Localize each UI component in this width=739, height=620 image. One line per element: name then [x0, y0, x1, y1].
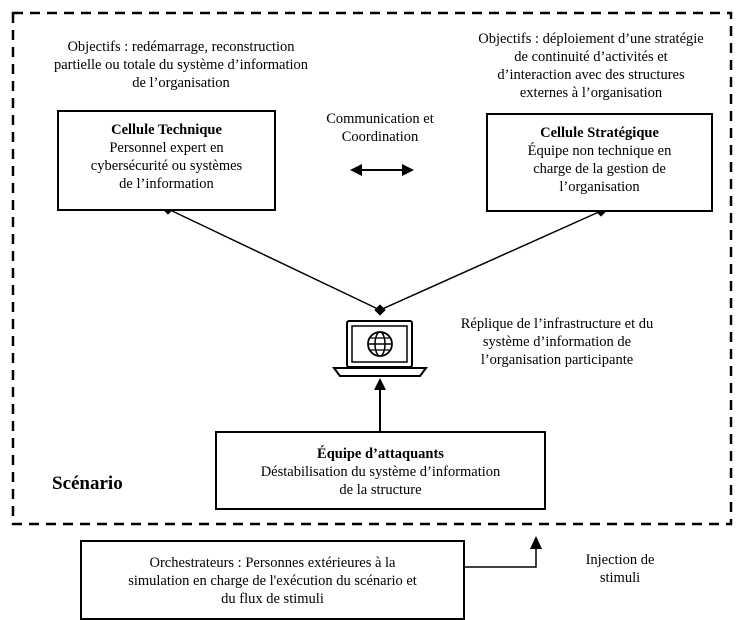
- attackers-box: Équipe d’attaquants Déstabilisation du s…: [215, 431, 546, 510]
- technical-objectives-line: partielle ou totale du système d’informa…: [53, 57, 309, 73]
- strategic-cell-line: charge de la gestion de: [533, 161, 666, 177]
- strategic-objectives-line: Objectifs : déploiement d’une stratégie: [478, 31, 704, 47]
- technical-cell-line: Personnel expert en: [109, 140, 224, 156]
- technical-objectives: Objectifs : redémarrage, reconstruction …: [28, 38, 334, 92]
- strategic-to-laptop-connector: [374, 205, 607, 316]
- communication-line: Coordination: [341, 129, 419, 145]
- replica-line: l’organisation participante: [480, 352, 634, 368]
- laptop-globe-icon: [332, 320, 428, 377]
- injection-label: Injection de stimuli: [565, 551, 675, 587]
- injection-line: stimuli: [599, 570, 641, 586]
- communication-line: Communication et: [326, 111, 434, 127]
- replica-line: système d’information de: [482, 334, 632, 350]
- communication-label: Communication et Coordination: [305, 110, 455, 146]
- scenario-boundary: [11, 11, 733, 526]
- injection-arrow: [464, 536, 542, 568]
- strategic-objectives-line: externes à l’organisation: [519, 85, 663, 101]
- strategic-cell-line: l’organisation: [559, 179, 640, 195]
- strategic-objectives-line: de continuité d’activités et: [514, 49, 668, 65]
- scenario-label: Scénario: [52, 473, 123, 494]
- attackers-to-laptop-arrow: [374, 378, 386, 431]
- communication-double-arrow: [350, 164, 414, 176]
- strategic-objectives: Objectifs : déploiement d’une stratégie …: [455, 30, 727, 102]
- orchestrators-line: simulation en charge de l'exécution du s…: [128, 573, 417, 589]
- strategic-objectives-line: d’interaction avec des structures: [497, 67, 685, 83]
- attackers-title: Équipe d’attaquants: [317, 446, 444, 462]
- strategic-cell-line: Équipe non technique en: [527, 143, 672, 159]
- attackers-line: Déstabilisation du système d’information: [260, 464, 501, 480]
- technical-cell-line: cybersécurité ou systèmes: [90, 158, 243, 174]
- technical-cell-title: Cellule Technique: [111, 122, 222, 138]
- technical-objectives-line: de l’organisation: [132, 75, 230, 91]
- orchestrators-line: du flux de stimuli: [221, 591, 324, 607]
- technical-objectives-line: Objectifs : redémarrage, reconstruction: [67, 39, 295, 55]
- replica-description: Réplique de l’infrastructure et du systè…: [428, 315, 686, 369]
- orchestrators-line: Orchestrateurs : Personnes extérieures à…: [149, 555, 396, 571]
- strategic-cell-box: Cellule Stratégique Équipe non technique…: [486, 113, 713, 212]
- strategic-cell-title: Cellule Stratégique: [540, 125, 659, 141]
- replica-line: Réplique de l’infrastructure et du: [460, 316, 654, 332]
- technical-cell-line: de l’information: [119, 176, 214, 192]
- injection-line: Injection de: [585, 552, 655, 568]
- orchestrators-box: Orchestrateurs : Personnes extérieures à…: [80, 540, 465, 620]
- attackers-line: de la structure: [339, 482, 422, 498]
- technical-to-laptop-connector: [162, 203, 381, 311]
- technical-cell-box: Cellule Technique Personnel expert en cy…: [57, 110, 276, 211]
